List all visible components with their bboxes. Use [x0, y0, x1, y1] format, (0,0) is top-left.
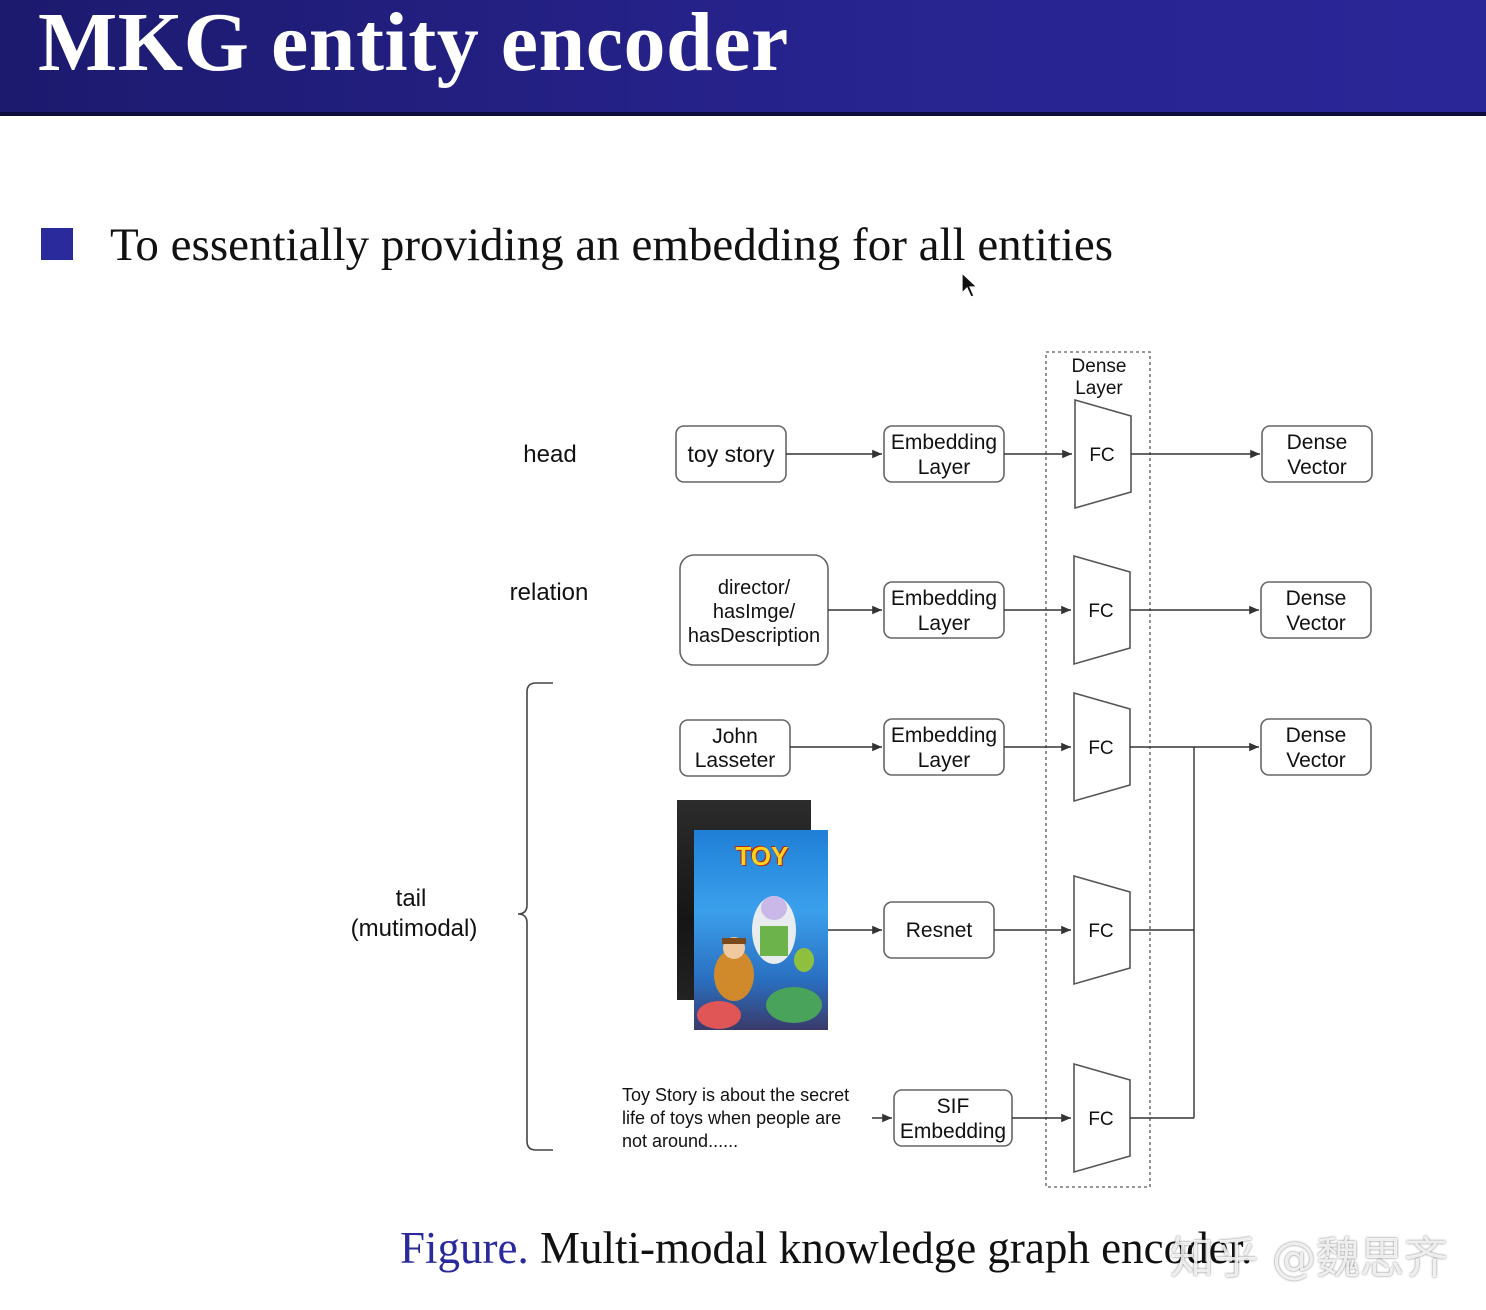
fc-block — [1074, 398, 1132, 510]
poster-logo: TOY — [735, 841, 789, 871]
sif-embedding-label: SIF — [937, 1095, 970, 1118]
input-relation-label: director/ — [718, 577, 791, 599]
fc-block — [1073, 874, 1131, 986]
fc-label: FC — [1088, 1109, 1113, 1130]
figure-caption: Figure. Multi-modal knowledge graph enco… — [400, 1222, 1252, 1274]
resnet-label: Resnet — [906, 919, 973, 942]
row-label-relation: relation — [510, 579, 589, 606]
row-label-tail: tail — [396, 885, 427, 912]
fc-block — [1073, 1062, 1131, 1174]
tail-description-text: not around...... — [622, 1131, 738, 1151]
fc-block — [1073, 691, 1131, 803]
embedding-layer-label: Layer — [918, 612, 971, 635]
caption-lead: Figure. — [400, 1223, 529, 1273]
dense-vector-label: Vector — [1287, 456, 1347, 479]
row-label-tail: (mutimodal) — [351, 915, 478, 942]
row-label-head: head — [523, 441, 576, 468]
dense-vector-label: Vector — [1286, 612, 1346, 635]
input-tail-text-label: Lasseter — [695, 749, 776, 772]
fc-block — [1073, 554, 1131, 666]
input-head-label: toy story — [688, 441, 775, 467]
dense-vector-label: Dense — [1287, 431, 1348, 454]
fc-label: FC — [1088, 738, 1113, 759]
tail-description-text: life of toys when people are — [622, 1108, 841, 1128]
embedding-layer-label: Embedding — [891, 587, 997, 610]
dense-layer-box — [1045, 351, 1151, 1188]
slide-title: MKG entity encoder — [38, 0, 789, 89]
dense-vector-label: Dense — [1286, 724, 1347, 747]
input-relation-label: hasDescription — [688, 625, 820, 647]
fc-label: FC — [1088, 921, 1113, 942]
input-tail-text-label: John — [712, 725, 758, 748]
embedding-layer-label: Layer — [918, 749, 971, 772]
dense-vector-box — [1261, 425, 1373, 483]
dense-vector-box — [1260, 718, 1372, 776]
poster-characters — [697, 896, 822, 1029]
caption-text: Multi-modal knowledge graph encoder. — [528, 1223, 1253, 1273]
embedding-layer-label: Embedding — [891, 724, 997, 747]
dense-vector-box — [1260, 581, 1372, 639]
embedding-layer-label: Layer — [918, 456, 971, 479]
watermark: 知乎 @魏思齐 — [1170, 1233, 1448, 1284]
dense-layer-label: Layer — [1075, 378, 1123, 399]
mouse-cursor-icon — [961, 272, 979, 298]
square-bullet-icon — [41, 228, 73, 260]
toy-story-poster: TOY — [694, 830, 828, 1030]
dense-vector-label: Dense — [1286, 587, 1347, 610]
title-bar: MKG entity encoder — [0, 0, 1486, 116]
fc-label: FC — [1089, 445, 1114, 466]
fc-label: FC — [1088, 601, 1113, 622]
input-tail-text-box — [679, 719, 791, 777]
bullet-text: To essentially providing an embedding fo… — [110, 219, 1114, 271]
sif-embedding-label: Embedding — [900, 1120, 1006, 1143]
tail-description-text: Toy Story is about the secret — [622, 1085, 849, 1105]
embedding-layer-label: Embedding — [891, 431, 997, 454]
tail-brace — [517, 682, 553, 1151]
dense-vector-label: Vector — [1286, 749, 1346, 772]
input-relation-label: hasImge/ — [713, 601, 796, 623]
dense-layer-label: Dense — [1072, 356, 1127, 377]
